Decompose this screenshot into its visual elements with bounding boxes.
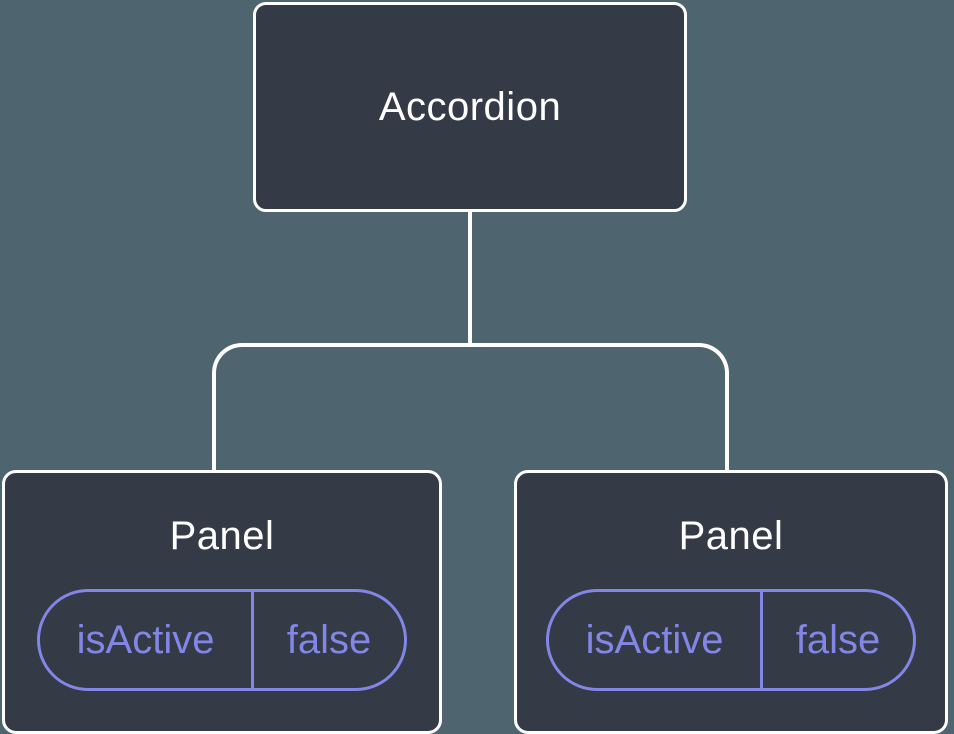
accordion-node-label: Accordion (378, 84, 562, 129)
state-name: isActive (40, 592, 255, 688)
panel-node-left: Panel isActive false (2, 470, 442, 734)
state-value: false (795, 617, 881, 662)
connector-stem (468, 212, 472, 345)
state-pill: isActive false (546, 589, 916, 691)
connector-bracket (212, 343, 729, 470)
state-name: isActive (549, 592, 764, 688)
state-value: false (286, 617, 372, 662)
panel-node-label: Panel (169, 514, 275, 558)
panel-node-right: Panel isActive false (514, 470, 948, 734)
accordion-node: Accordion (253, 2, 687, 212)
panel-node-label: Panel (678, 514, 784, 558)
state-pill: isActive false (37, 589, 407, 691)
